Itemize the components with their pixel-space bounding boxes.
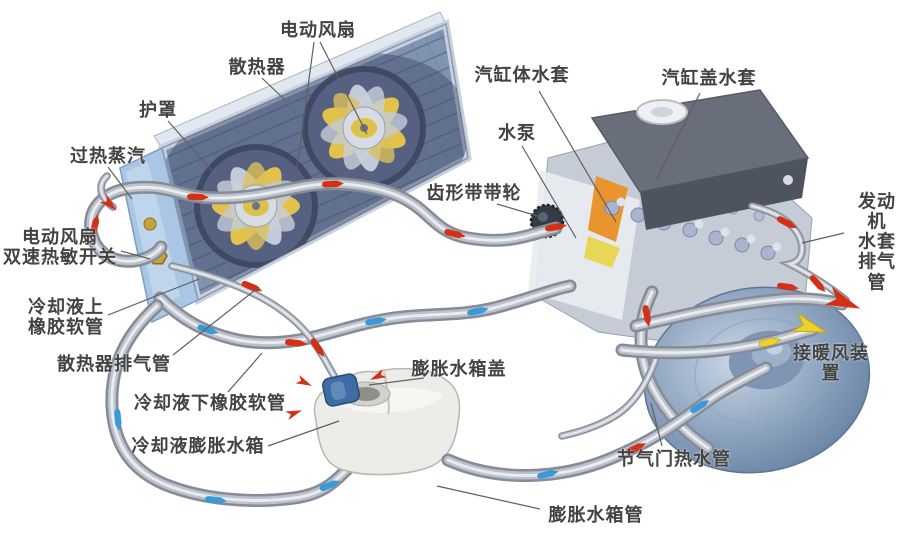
right-fan bbox=[302, 66, 426, 190]
label-superheated-steam: 过热蒸汽 bbox=[70, 145, 146, 166]
label-shroud: 护罩 bbox=[139, 99, 177, 120]
label-heater-connection: 接暖风装置 bbox=[793, 342, 869, 383]
label-upper-rubber-hose: 冷却液上 橡胶软管 bbox=[28, 296, 104, 337]
label-expansion-tank-cap: 膨胀水箱盖 bbox=[411, 358, 507, 379]
radiator-assembly bbox=[119, 11, 472, 324]
expansion-tank-cap bbox=[322, 373, 360, 407]
label-coolant-expansion-tank: 冷却液膨胀水箱 bbox=[131, 435, 265, 456]
label-cylinder-head-jacket: 汽缸盖水套 bbox=[661, 67, 757, 88]
label-engine-jacket-vent-pipe: 发动机 水套排气管 bbox=[858, 191, 896, 293]
valve-cover bbox=[590, 89, 810, 230]
label-toothed-belt-pulley: 齿形带带轮 bbox=[426, 182, 522, 203]
label-expansion-tank-pipe: 膨胀水箱管 bbox=[548, 504, 644, 525]
leader-lines bbox=[107, 41, 845, 510]
label-fan-thermal-switch: 电动风扇 双速热敏开关 bbox=[3, 226, 117, 267]
label-cylinder-block-jacket: 汽缸体水套 bbox=[474, 64, 570, 85]
left-fan bbox=[194, 144, 318, 268]
label-throttle-hot-water-pipe: 节气门热水管 bbox=[617, 448, 731, 469]
label-electric-fan: 电动风扇 bbox=[280, 19, 356, 40]
label-radiator-vent-pipe: 散热器排气管 bbox=[57, 353, 171, 374]
expansion-tank bbox=[313, 367, 461, 476]
label-lower-rubber-hose: 冷却液下橡胶软管 bbox=[134, 392, 286, 413]
label-water-pump: 水泵 bbox=[498, 122, 536, 143]
label-radiator: 散热器 bbox=[228, 56, 286, 77]
